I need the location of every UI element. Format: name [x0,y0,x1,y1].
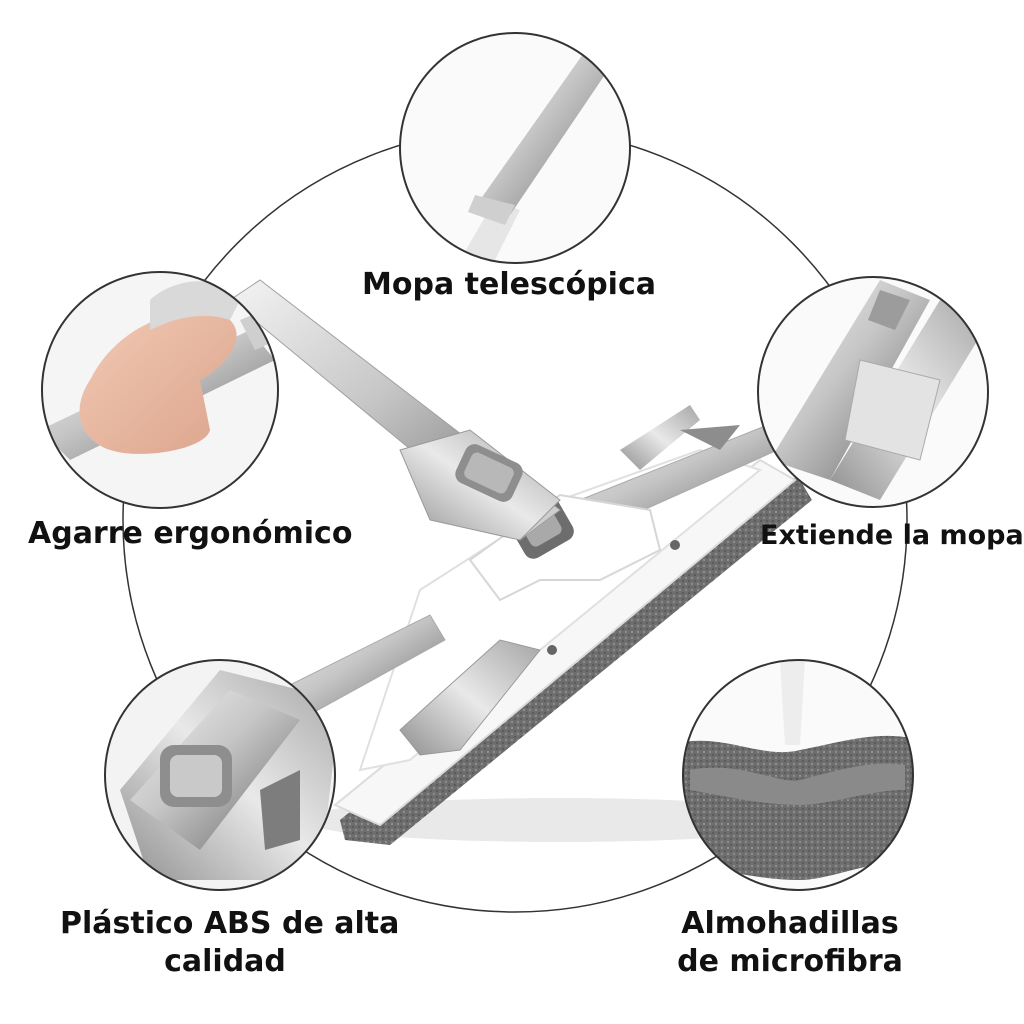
feature-label-abs: Plástico ABS de alta calidad [60,905,400,980]
extension-joint-icon [757,276,989,508]
feature-label-microfiber-line2: de microfibra [677,943,903,979]
feature-label-telescopic: Mopa telescópica [362,267,656,302]
abs-plastic-button-icon [104,659,336,891]
feature-label-microfiber: Almohadillas de microfibra [670,905,910,980]
mop-product [229,279,812,845]
feature-label-microfiber-line1: Almohadillas [681,906,899,941]
feature-label-extend: Extiende la mopa [760,520,1024,551]
hand-grip-icon [41,271,279,509]
feature-label-abs-line2: calidad [164,943,286,979]
microfiber-pad-icon [682,659,914,891]
feature-label-abs-line1: Plástico ABS de alta [60,906,400,941]
feature-label-grip: Agarre ergonómico [28,516,353,551]
telescopic-pole-icon [399,32,631,264]
